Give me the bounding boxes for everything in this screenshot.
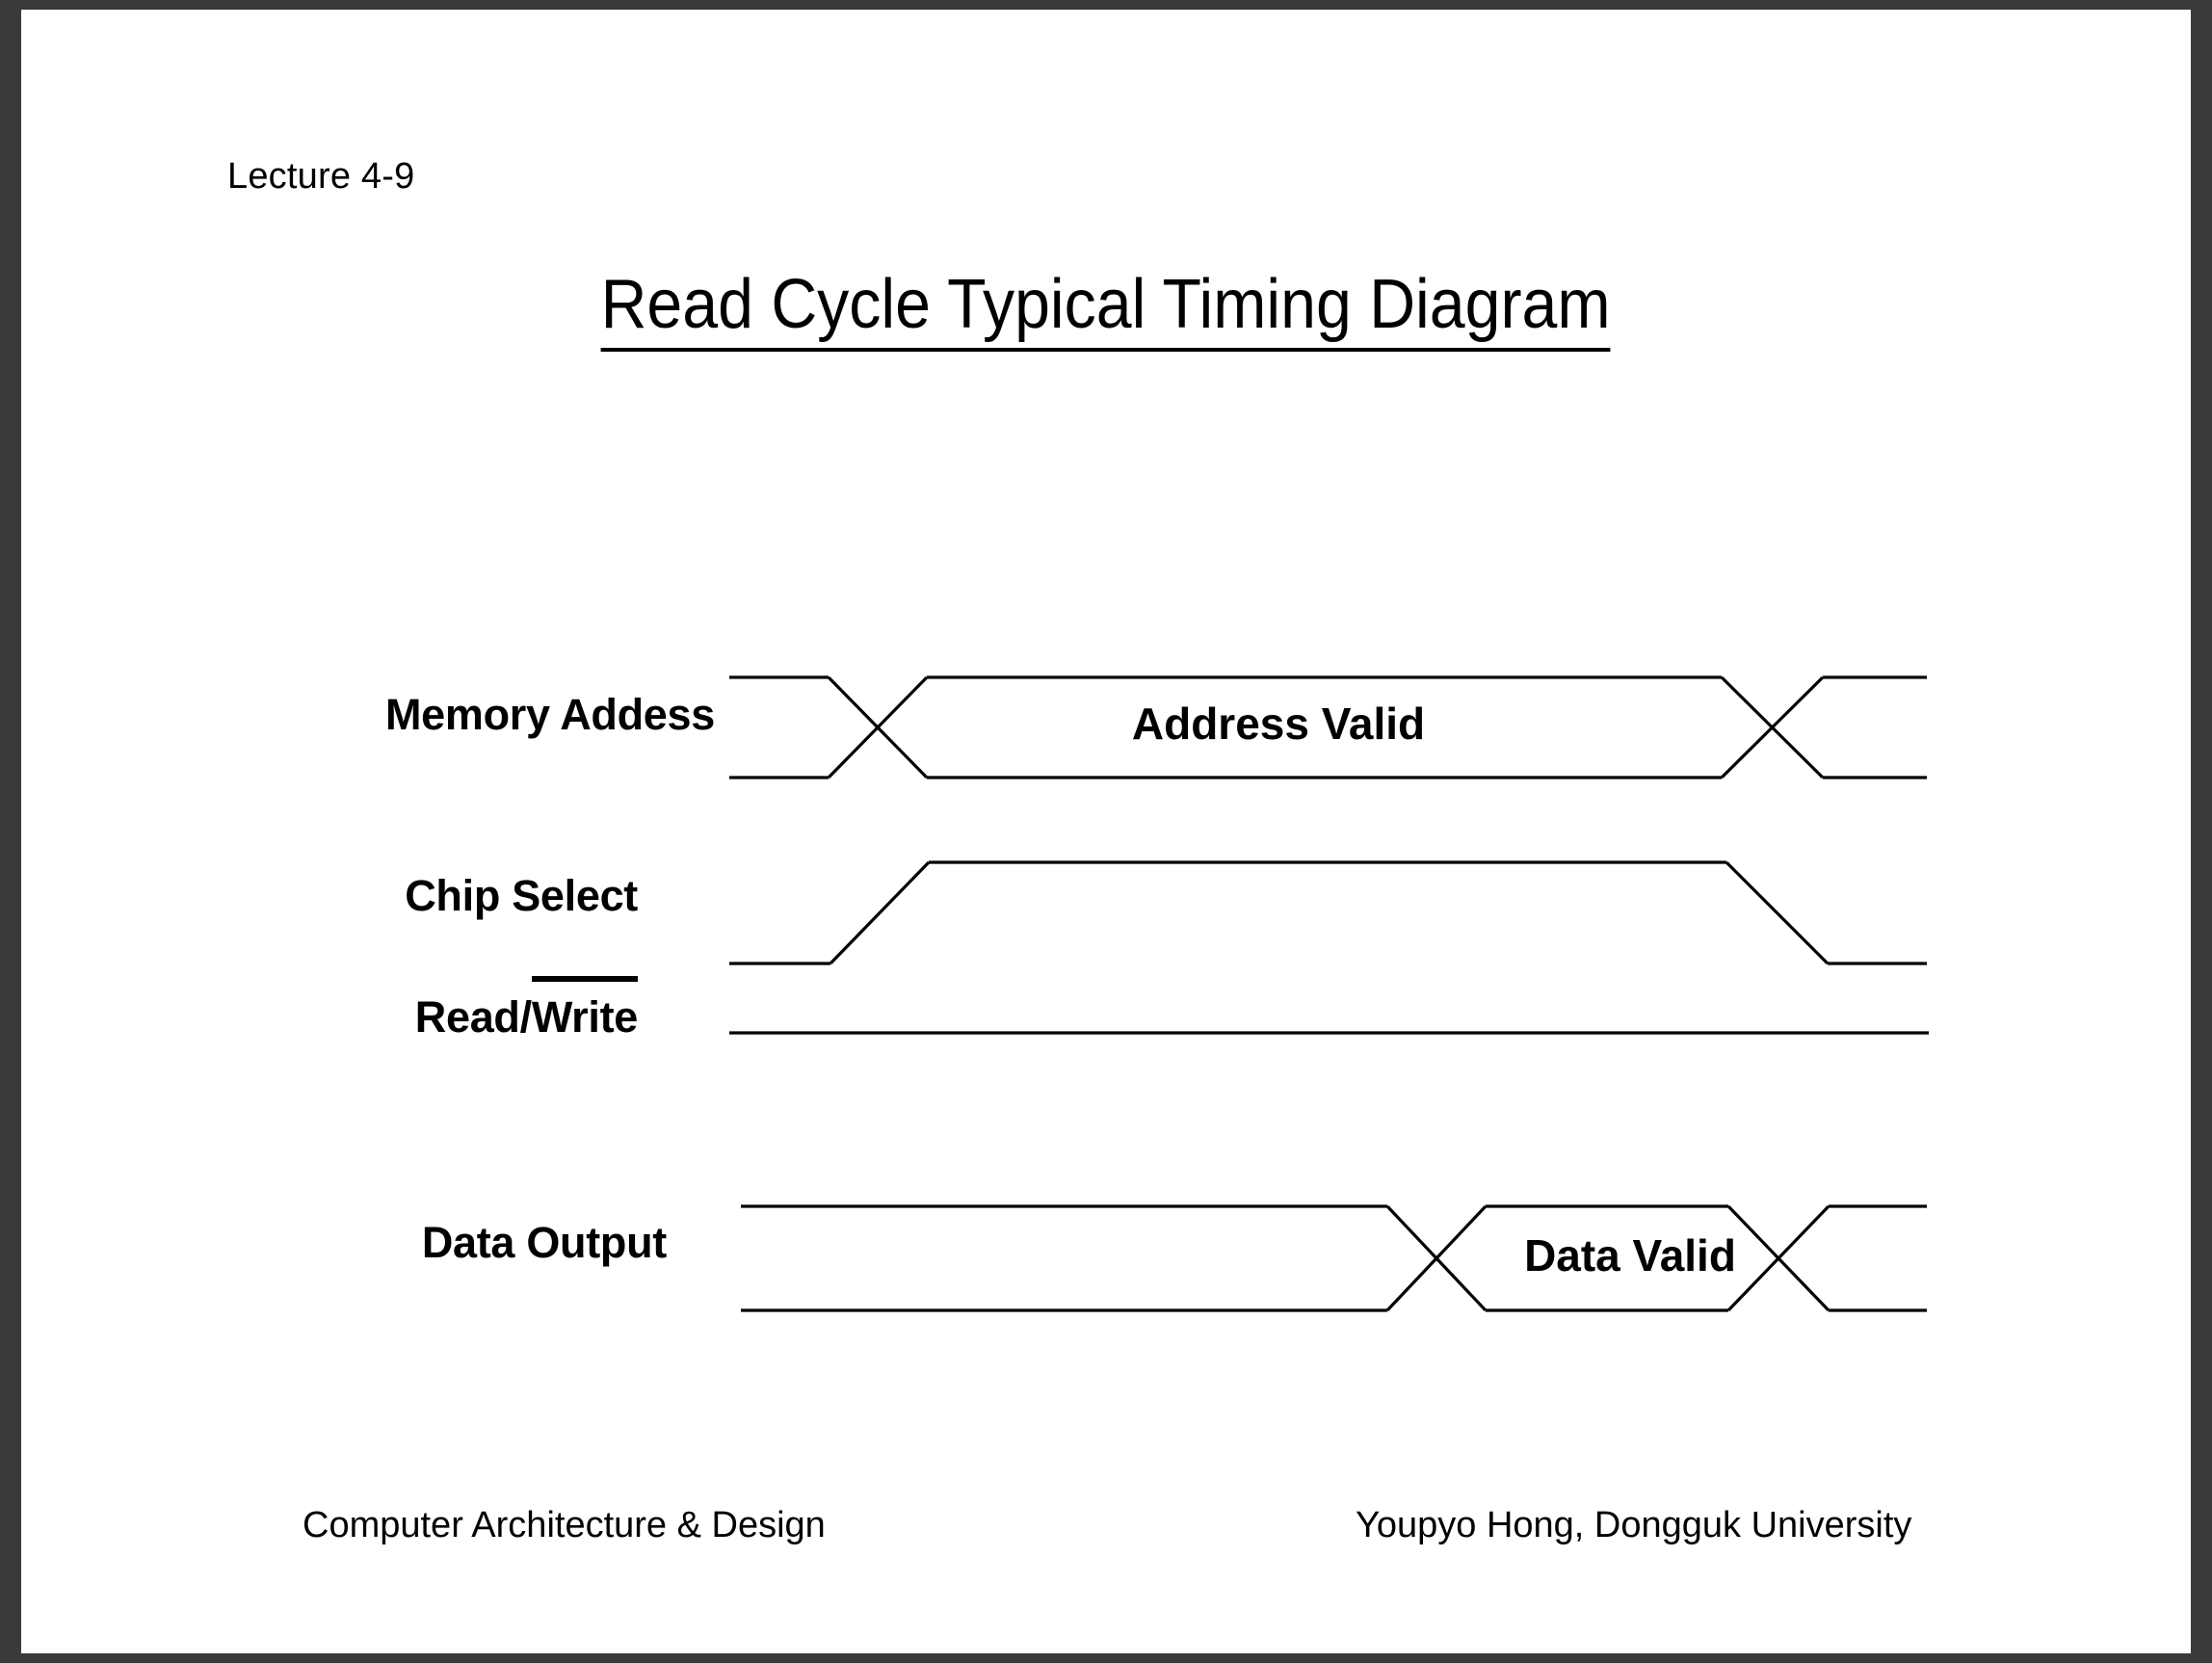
signal-edge: [1725, 860, 1830, 965]
bus-transition-edge: [1726, 1204, 1830, 1312]
signal-label-data-output: Data Output: [421, 1218, 667, 1267]
waveform-canvas: Address Valid Data Valid: [729, 675, 1929, 1312]
bus-label-address-valid: Address Valid: [1132, 699, 1425, 749]
active-low-overbar-icon: [531, 976, 638, 982]
signal-edge: [829, 860, 931, 965]
signal-label-memory-address: Memory Addess: [384, 690, 715, 739]
footer-author: Youpyo Hong, Dongguk University: [1356, 1505, 1912, 1545]
signal-label-read-write: Read/Write: [214, 976, 638, 1043]
bus-transition-edge: [1385, 1204, 1488, 1312]
page-title-text: Read Cycle Typical Timing Diagram: [601, 265, 1611, 352]
bus-transition-edge: [827, 675, 929, 779]
timing-diagram: Memory Addess Chip Select Read/Write Dat…: [21, 10, 2191, 1653]
footer-course-name: Computer Architecture & Design: [303, 1505, 826, 1545]
waveform-data-output: [741, 1204, 1927, 1312]
bus-transition-edge: [1720, 675, 1825, 779]
lecture-label: Lecture 4-9: [227, 156, 415, 197]
waveform-memory-address: [729, 675, 1927, 779]
page-title: Read Cycle Typical Timing Diagram: [21, 265, 2191, 352]
signal-label-chip-select: Chip Select: [405, 871, 638, 920]
read-write-overlined-text: Write: [531, 992, 638, 1042]
waveform-chip-select: [729, 860, 1927, 965]
read-write-overlined-part: Write: [531, 976, 638, 1043]
read-write-plain-part: Read/: [414, 992, 532, 1042]
bus-label-data-valid: Data Valid: [1524, 1230, 1736, 1280]
slide-canvas: Lecture 4-9 Read Cycle Typical Timing Di…: [21, 10, 2191, 1653]
